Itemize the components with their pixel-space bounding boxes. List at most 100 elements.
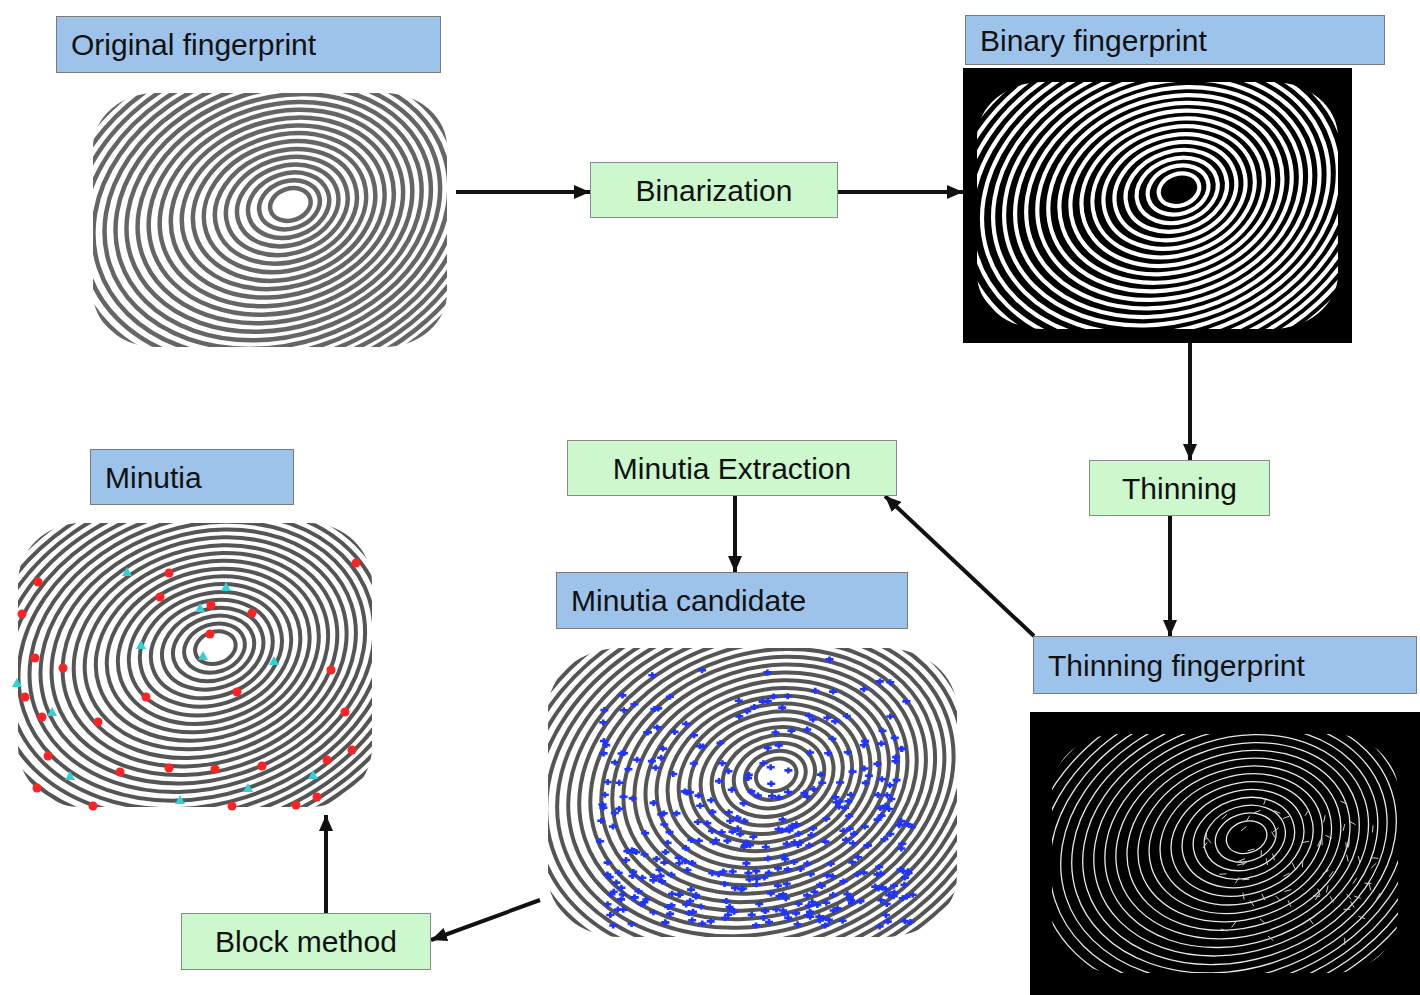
- candidate-mark: [823, 872, 831, 878]
- candidate-mark: [822, 816, 830, 822]
- ridge-line: [93, 93, 447, 347]
- ridge-line: [977, 82, 1338, 329]
- candidate-mark: [719, 869, 727, 875]
- candidate-mark: [809, 825, 817, 831]
- minutia-dot: [89, 802, 98, 811]
- candidate-mark: [886, 782, 894, 788]
- spur-line: [1250, 901, 1254, 907]
- candidate-mark: [848, 900, 856, 906]
- ridge-line: [93, 93, 447, 347]
- ridge-line: [977, 82, 1338, 329]
- minutia-dot: [94, 718, 103, 727]
- candidate-mark: [781, 856, 789, 862]
- ridge-line: [725, 733, 823, 819]
- candidate-mark: [795, 901, 803, 907]
- candidate-mark: [708, 809, 716, 815]
- ridge-line: [1052, 734, 1398, 973]
- ridge-line: [548, 648, 957, 937]
- candidate-mark: [708, 828, 716, 834]
- candidate-mark: [630, 701, 638, 707]
- ridge-line: [977, 82, 1338, 329]
- candidate-mark: [737, 886, 745, 892]
- ridge-line: [548, 648, 957, 937]
- ridge-line: [548, 648, 957, 937]
- ridge-line: [1052, 734, 1398, 973]
- ridge-line: [18, 523, 372, 807]
- node-text: Binary fingerprint: [980, 24, 1207, 57]
- ridge-line: [977, 82, 1338, 329]
- ridge-line: [93, 93, 447, 347]
- ridge-line: [93, 93, 447, 347]
- ridge-line: [548, 648, 957, 937]
- ridge-line: [1052, 734, 1398, 973]
- ridge-line: [1052, 734, 1398, 973]
- candidate-mark: [707, 918, 715, 924]
- candidate-mark: [624, 766, 632, 772]
- ridge-line: [93, 93, 447, 347]
- ridge-line: [548, 648, 957, 937]
- candidate-mark: [836, 799, 844, 805]
- candidate-mark: [620, 707, 628, 713]
- ridge-line: [18, 523, 372, 807]
- candidate-mark: [617, 896, 625, 902]
- candidate-mark: [862, 780, 870, 786]
- spur-line: [1237, 864, 1244, 866]
- ridge-line: [1052, 734, 1398, 973]
- candidate-mark: [832, 794, 840, 800]
- ridge-line: [1052, 734, 1398, 973]
- candidate-mark: [695, 838, 703, 844]
- candidate-mark: [660, 822, 668, 828]
- ridge-line: [18, 523, 372, 807]
- candidate-mark: [673, 810, 681, 816]
- candidate-mark: [864, 842, 872, 848]
- ridge-line: [18, 523, 372, 807]
- candidate-mark: [844, 798, 852, 804]
- ridge-line: [18, 523, 372, 807]
- candidate-mark: [759, 760, 767, 766]
- candidate-mark: [744, 870, 752, 876]
- ridge-line: [977, 82, 1338, 329]
- ridge-line: [548, 648, 957, 937]
- candidate-mark: [874, 792, 882, 798]
- ridge-line: [548, 648, 957, 937]
- candidate-mark: [599, 719, 607, 725]
- minutia-triangle: [308, 770, 318, 779]
- candidate-mark: [863, 843, 871, 849]
- candidate-mark: [601, 792, 609, 798]
- candidate-mark: [682, 845, 690, 851]
- ridge-line: [548, 648, 957, 937]
- ridge-line: [18, 523, 372, 807]
- candidate-mark: [827, 861, 835, 867]
- candidate-mark: [778, 705, 786, 711]
- candidate-mark: [604, 860, 612, 866]
- ridge-line: [1116, 734, 1362, 947]
- candidate-mark: [876, 923, 884, 929]
- ridge-line: [1052, 734, 1398, 973]
- spur-line: [1243, 893, 1244, 900]
- candidate-mark: [615, 780, 623, 786]
- candidate-mark: [653, 724, 661, 730]
- ridge-line: [1052, 734, 1398, 973]
- ridge-line: [18, 523, 372, 807]
- candidate-mark: [860, 742, 868, 748]
- ridge-line: [1052, 734, 1398, 973]
- candidate-mark: [774, 865, 782, 871]
- ridge-line: [548, 648, 957, 937]
- candidate-mark: [787, 728, 795, 734]
- candidate-mark: [675, 860, 683, 866]
- spur-line: [1283, 873, 1289, 876]
- spur-line: [1305, 810, 1309, 816]
- candidate-mark: [622, 857, 630, 863]
- candidate-mark: [895, 822, 903, 828]
- candidate-mark: [675, 855, 683, 861]
- candidate-mark: [657, 755, 665, 761]
- ridge-line: [18, 523, 372, 807]
- candidate-mark: [886, 831, 894, 837]
- spur-line: [1264, 798, 1266, 805]
- candidate-mark: [784, 789, 792, 795]
- candidate-mark: [600, 707, 608, 713]
- candidate-mark: [770, 694, 778, 700]
- ridge-line: [1052, 734, 1398, 973]
- candidate-mark: [599, 805, 607, 811]
- ridge-line: [1052, 734, 1398, 973]
